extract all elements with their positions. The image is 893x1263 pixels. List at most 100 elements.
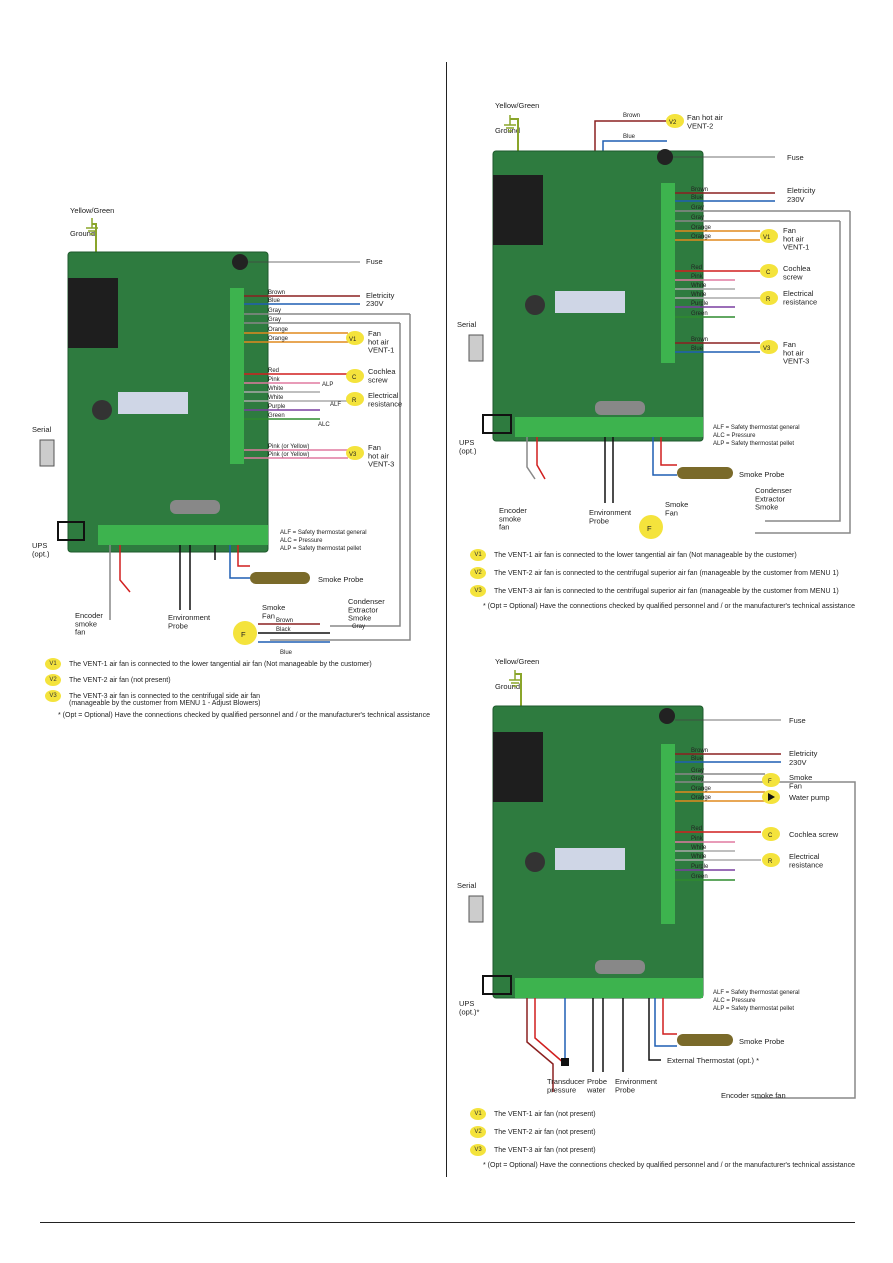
svg-text:Red: Red <box>691 826 702 832</box>
badge-icon: V3 <box>470 1144 486 1156</box>
badge-icon: V2 <box>45 674 61 686</box>
legend-a-v2: V2 The VENT-2 air fan (not present) <box>45 674 171 686</box>
svg-text:Brown: Brown <box>276 618 293 624</box>
bottom-terminal-block <box>515 978 703 998</box>
right-terminal-block <box>661 744 675 924</box>
right-wires <box>675 192 851 534</box>
badge-c: C <box>760 264 778 278</box>
badge-icon: V1 <box>45 658 61 670</box>
svg-text:Gray: Gray <box>691 768 704 774</box>
svg-text:Pink (or Yellow): Pink (or Yellow) <box>268 444 309 450</box>
svg-text:Orange: Orange <box>691 225 712 231</box>
c-label: Cochlea screw <box>789 830 839 839</box>
svg-text:Red: Red <box>268 368 279 374</box>
thermo-legend-alc: ALC = Pressure <box>713 998 756 1004</box>
legend-a-v3-sub: (manageable by the customer from MENU 1 … <box>69 700 261 707</box>
fuse-holder <box>657 149 673 165</box>
right-terminal-block <box>230 288 244 464</box>
bottom-wires <box>109 545 250 620</box>
thermo-legend-alc: ALC = Pressure <box>280 538 323 544</box>
ups-connector <box>482 975 512 995</box>
svg-text:Gray: Gray <box>352 624 365 630</box>
smoke-probe <box>677 1034 733 1046</box>
thermo-legend-alf: ALF = Safety thermostat general <box>713 990 800 996</box>
svg-text:Blue: Blue <box>623 134 636 140</box>
water-pump-label: Water pump <box>789 793 830 802</box>
wiring-diagram-b: Yellow/Green Ground Brown Blue V2 Fan ho… <box>457 101 851 539</box>
svg-text:C: C <box>766 270 771 276</box>
right-terminal-block <box>661 183 675 363</box>
badge-v2: V2 <box>666 114 684 128</box>
smoke-probe-label: Smoke Probe <box>739 1037 784 1046</box>
svg-text:Green: Green <box>691 874 708 880</box>
serial-connector <box>39 439 55 467</box>
svg-text:C: C <box>352 375 357 381</box>
transformer <box>493 732 543 802</box>
power-voltage: 230V <box>366 299 384 308</box>
thermo-legend-alf: ALF = Safety thermostat general <box>280 530 367 536</box>
svg-text:Blue: Blue <box>691 195 704 201</box>
legend-a-v1: V1 The VENT-1 air fan is connected to th… <box>45 658 372 670</box>
svg-text:R: R <box>768 859 773 865</box>
svg-text:Pink (or Yellow): Pink (or Yellow) <box>268 452 309 458</box>
serial-connector <box>468 895 484 923</box>
smoke-fan-badge: F <box>639 515 663 539</box>
svg-text:Blue: Blue <box>268 298 281 304</box>
fuse-holder <box>659 708 675 724</box>
svg-text:Blue: Blue <box>691 756 704 762</box>
battery <box>595 960 645 974</box>
wiring-diagram-a: Yellow/Green Ground Fuse Brown Blue Gray… <box>32 206 411 656</box>
ups-connector <box>482 414 512 434</box>
capacitor <box>525 852 545 872</box>
note-c: * (Opt = Optional) Have the connections … <box>483 1162 855 1169</box>
svg-text:Brown: Brown <box>268 290 285 296</box>
badge-icon: V2 <box>470 1126 486 1138</box>
encoder-label: Encoder smoke fan <box>721 1091 786 1100</box>
note-b: * (Opt = Optional) Have the connections … <box>483 603 855 610</box>
bottom-terminal-block <box>98 525 268 545</box>
right-wire-labels: Brown Blue Gray Gray Orange Orange Red P… <box>268 290 309 458</box>
fuse-label: Fuse <box>787 153 804 162</box>
ground-sub-label: Ground <box>495 682 520 691</box>
legend-c-v2: V2 The VENT-2 air fan (not present) <box>470 1126 596 1138</box>
bottom-wires <box>526 998 677 1092</box>
note-a: * (Opt = Optional) Have the connections … <box>58 712 430 719</box>
svg-text:White: White <box>691 292 707 298</box>
legend-b-v1: V1 The VENT-1 air fan is connected to th… <box>470 549 797 561</box>
column-divider <box>446 62 447 1177</box>
svg-text:F: F <box>241 630 246 639</box>
alc-label: ALC <box>318 422 330 428</box>
board-label-sticker <box>555 848 625 870</box>
badge-c: C <box>346 369 364 383</box>
power-label: Eletricity <box>366 291 395 300</box>
badge-v3: V3 <box>760 340 778 354</box>
svg-text:Orange: Orange <box>268 336 289 342</box>
transformer <box>493 175 543 245</box>
svg-text:V1: V1 <box>349 337 357 343</box>
power-voltage: 230V <box>789 758 807 767</box>
badge-r: R <box>760 291 778 305</box>
svg-text:V2: V2 <box>669 120 677 126</box>
legend-a-v3: V3 The VENT-3 air fan is connected to th… <box>45 690 260 702</box>
alp-label: ALP <box>322 382 333 388</box>
thermo-legend-alp: ALP = Safety thermostat pellet <box>280 546 361 552</box>
ground-label: Yellow/Green <box>495 657 539 666</box>
badge-icon: V1 <box>470 1108 486 1120</box>
svg-text:Red: Red <box>691 265 702 271</box>
thermo-legend-alf: ALF = Safety thermostat general <box>713 425 800 431</box>
badge-smoke-fan: F <box>762 773 780 787</box>
svg-text:F: F <box>768 779 772 785</box>
bottom-wires <box>526 437 677 503</box>
svg-text:Orange: Orange <box>268 327 289 333</box>
